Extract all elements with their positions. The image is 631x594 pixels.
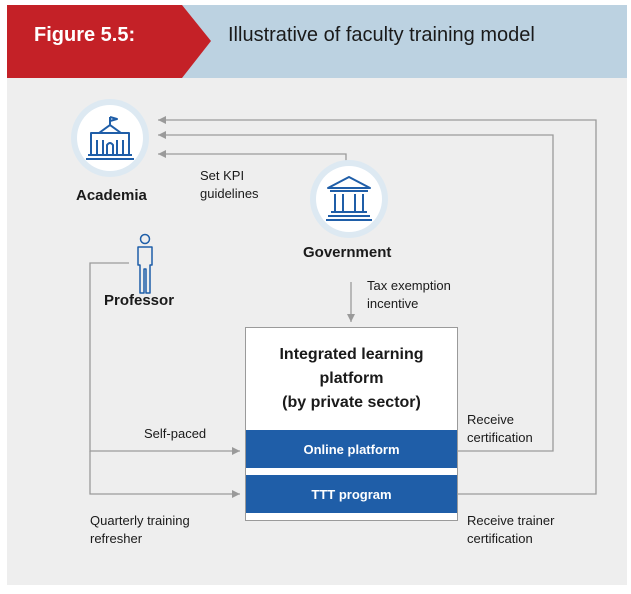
figure-label-tab [7, 5, 211, 78]
platform-title-line-1: Integrated learning [279, 346, 424, 363]
quarterly-label-line-1: Quarterly training [90, 513, 190, 528]
platform-title-line-2: platform [319, 370, 384, 387]
academia-label: Academia [76, 187, 147, 204]
edge-ttt-academia [158, 116, 597, 495]
online-platform-box: Online platform [246, 430, 457, 468]
professor-label: Professor [104, 292, 175, 309]
receive-trainer-cert-label-line-2: certification [467, 531, 533, 546]
figure-label: Figure 5.5: [34, 24, 136, 46]
receive-cert-label: Receive certification [467, 411, 533, 447]
receive-trainer-cert-label-line-1: Receive trainer [467, 513, 555, 528]
tax-exemption-label: Tax exemption incentive [367, 277, 451, 313]
edge-government-academia [158, 150, 347, 170]
tax-exemption-label-line-1: Tax exemption [367, 278, 451, 293]
tax-exemption-label-line-2: incentive [367, 296, 419, 311]
quarterly-label-line-2: refresher [90, 531, 143, 546]
self-paced-label: Self-paced [144, 426, 207, 441]
government-building-icon [326, 176, 372, 221]
ttt-program-box: TTT program [246, 475, 457, 513]
platform-title: Integrated learning platform (by private… [245, 343, 458, 415]
platform-title-line-3: (by private sector) [282, 394, 421, 411]
quarterly-label: Quarterly training refresher [90, 512, 190, 548]
set-kpi-label: Set KPI guidelines [200, 167, 259, 203]
person-icon [137, 233, 153, 294]
academia-icon-circle [77, 105, 143, 171]
set-kpi-label-line-2: guidelines [200, 186, 259, 201]
figure-title: Illustrative of faculty training model [228, 24, 535, 46]
university-building-icon [86, 116, 134, 160]
edge-professor-ttt [89, 451, 240, 498]
receive-cert-label-line-2: certification [467, 430, 533, 445]
government-label: Government [303, 244, 392, 261]
edge-online-academia [158, 131, 554, 452]
set-kpi-label-line-1: Set KPI [200, 168, 245, 183]
receive-trainer-cert-label: Receive trainer certification [467, 512, 554, 548]
government-icon-circle [316, 166, 382, 232]
edge-professor-online [89, 262, 240, 455]
receive-cert-label-line-1: Receive [467, 412, 514, 427]
